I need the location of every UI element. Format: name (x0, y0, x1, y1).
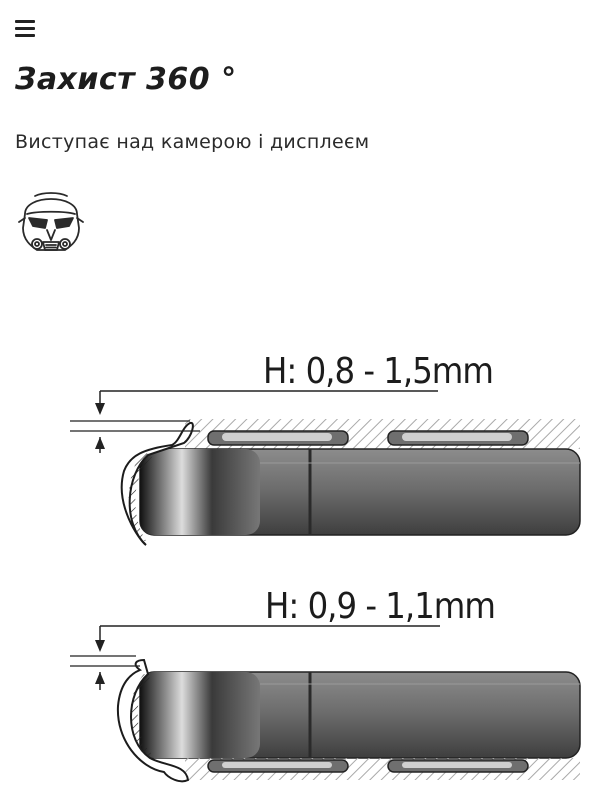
hamburger-menu-icon[interactable] (15, 19, 35, 39)
stormtrooper-helmet-icon (18, 192, 84, 251)
page-title: Захист 360 ° (15, 62, 237, 97)
dimension-label-top: H: 0,8 - 1,5mm (263, 351, 493, 392)
protection-diagram-top: H: 0,8 - 1,5mm (70, 351, 581, 546)
dimension-label-bottom: H: 0,9 - 1,1mm (265, 586, 495, 627)
protection-diagram-bottom: H: 0,9 - 1,1mm (70, 586, 581, 783)
page-subtitle: Виступає над камерою і дисплеєм (15, 131, 370, 153)
